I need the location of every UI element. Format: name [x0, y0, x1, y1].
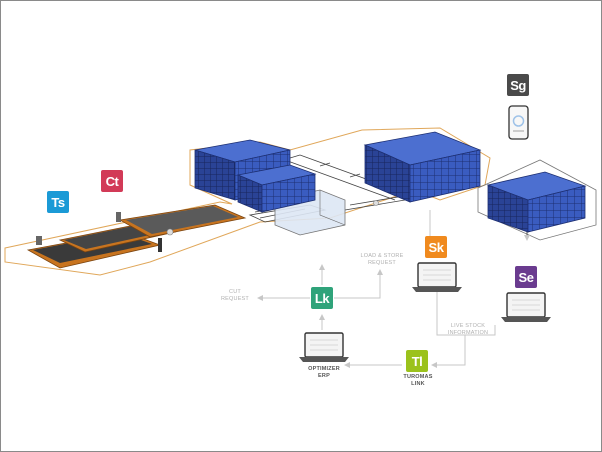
laptop-icon: [501, 292, 551, 322]
badge-sk: Sk: [425, 236, 447, 258]
storage-rack-4: [486, 171, 587, 233]
storage-rack-2: [236, 164, 317, 213]
badge-ct: Ct: [101, 170, 123, 192]
flow-arrows: [257, 210, 530, 368]
badge-lk: Lk: [311, 287, 333, 309]
cutting-tables: [26, 204, 247, 269]
badge-ts: Ts: [47, 191, 69, 213]
factory-outline: [4, 127, 491, 276]
badge-sg: Sg: [507, 74, 529, 96]
badge-se: Se: [515, 266, 537, 288]
smartphone-icon: [508, 105, 529, 140]
storage-rack-3: [363, 131, 482, 203]
laptop-icon: [299, 332, 349, 362]
warehouse-outline-right: [477, 159, 597, 241]
badge-tl: Tl: [406, 350, 428, 372]
laptop-icon: [412, 262, 462, 292]
